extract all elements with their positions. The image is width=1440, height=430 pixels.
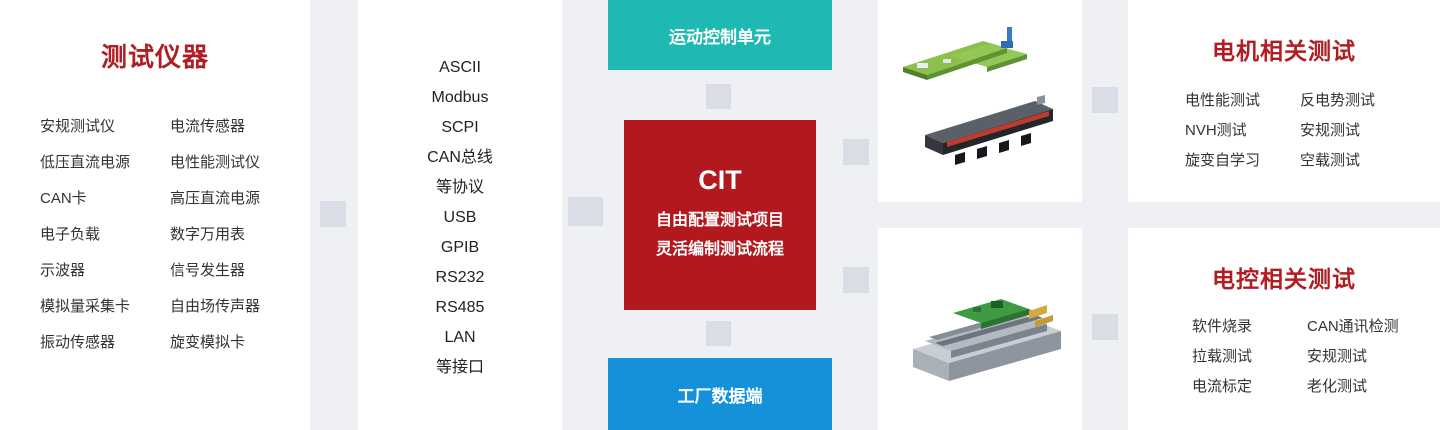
cit-title: CIT: [698, 164, 742, 195]
controller-test-item: 安规测试: [1307, 348, 1368, 365]
instrument-item: 示波器: [40, 262, 86, 279]
instrument-item: 高压直流电源: [170, 190, 261, 207]
motor-tests-panel: 电机相关测试 电性能测试 NVH测试 旋变自学习 反电势测试 安规测试 空载测试: [1128, 0, 1440, 202]
cit-box: CIT 自由配置测试项目 灵活编制测试流程: [624, 120, 816, 310]
motor-test-item: 空载测试: [1300, 152, 1361, 169]
connector-square: [1092, 87, 1118, 113]
protocol-item: CAN总线: [427, 149, 493, 166]
connector-square: [843, 267, 869, 293]
instrument-item: 电流传感器: [170, 118, 246, 135]
protocol-item: ASCII: [439, 59, 481, 76]
protocols-list: ASCII Modbus SCPI CAN总线 等协议 USB GPIB RS2…: [358, 53, 562, 383]
connector-square: [320, 201, 346, 227]
instrument-item: 自由场传声器: [170, 298, 261, 315]
cit-feature-line: 自由配置测试项目: [655, 211, 784, 229]
controller-tests-panel: 电控相关测试 软件烧录 拉载测试 电流标定 CAN通讯检测 安规测试 老化测试: [1128, 228, 1440, 430]
motion-control-box: 运动控制单元: [608, 0, 832, 70]
factory-data-box: 工厂数据端: [608, 358, 832, 430]
instrument-item: 低压直流电源: [40, 154, 131, 171]
instruments-panel: 测试仪器 安规测试仪 低压直流电源 CAN卡 电子负载 示波器 模拟量采集卡 振…: [0, 0, 310, 430]
instruments-title: 测试仪器: [100, 42, 209, 72]
motor-test-item: 电性能测试: [1185, 92, 1261, 109]
connector-square: [706, 84, 731, 109]
controller-tests-title: 电控相关测试: [1212, 266, 1356, 292]
motor-fixture-image-panel: [878, 0, 1082, 202]
instrument-item: 振动传感器: [40, 334, 116, 351]
connector-square: [843, 139, 869, 165]
protocol-item: USB: [443, 209, 477, 226]
controller-tests-column-2: CAN通讯检测 安规测试 老化测试: [1307, 319, 1399, 394]
connector-square: [568, 197, 603, 226]
instrument-item: 模拟量采集卡: [40, 298, 131, 315]
protocol-item: 等协议: [435, 179, 484, 196]
protocol-item: RS485: [435, 299, 485, 316]
connector-square: [1092, 314, 1118, 340]
motor-tests-title: 电机相关测试: [1212, 38, 1356, 64]
protocols-panel: ASCII Modbus SCPI CAN总线 等协议 USB GPIB RS2…: [358, 0, 562, 430]
motor-tests-column-2: 反电势测试 安规测试 空载测试: [1300, 93, 1375, 168]
instrument-item: 安规测试仪: [40, 118, 116, 135]
motion-control-label: 运动控制单元: [669, 27, 771, 47]
controller-test-item: 拉载测试: [1192, 348, 1253, 365]
controller-test-item: CAN通讯检测: [1307, 318, 1399, 335]
protocol-item: 等接口: [435, 359, 484, 376]
instruments-column-1: 安规测试仪 低压直流电源 CAN卡 电子负载 示波器 模拟量采集卡 振动传感器: [40, 119, 130, 350]
instrument-item: 电子负载: [40, 226, 101, 243]
instrument-item: 电性能测试仪: [170, 154, 261, 171]
motor-test-item: 安规测试: [1300, 122, 1361, 139]
instrument-item: CAN卡: [40, 190, 87, 207]
motor-fixture-illustration: [903, 27, 1053, 165]
motor-test-item: NVH测试: [1185, 122, 1247, 139]
instrument-item: 数字万用表: [170, 226, 246, 243]
instrument-item: 信号发生器: [170, 262, 246, 279]
protocol-item: LAN: [444, 329, 476, 346]
controller-fixture-image-panel: [878, 228, 1082, 430]
motor-tests-column-1: 电性能测试 NVH测试 旋变自学习: [1185, 93, 1260, 168]
controller-test-item: 软件烧录: [1192, 318, 1253, 335]
cit-feature-line: 灵活编制测试流程: [655, 240, 784, 258]
controller-tests-column-1: 软件烧录 拉载测试 电流标定: [1192, 319, 1252, 394]
protocol-item: GPIB: [440, 239, 480, 256]
motor-test-item: 旋变自学习: [1185, 152, 1261, 169]
controller-test-item: 电流标定: [1192, 378, 1253, 395]
instruments-column-2: 电流传感器 电性能测试仪 高压直流电源 数字万用表 信号发生器 自由场传声器 旋…: [170, 119, 260, 350]
protocol-item: SCPI: [441, 119, 479, 136]
instrument-item: 旋变模拟卡: [170, 334, 246, 351]
connector-square: [706, 321, 731, 346]
controller-fixture-illustration: [913, 299, 1061, 381]
factory-data-label: 工厂数据端: [677, 386, 763, 406]
controller-test-item: 老化测试: [1307, 378, 1368, 395]
motor-test-item: 反电势测试: [1300, 92, 1376, 109]
protocol-item: RS232: [435, 269, 485, 286]
protocol-item: Modbus: [431, 89, 489, 106]
